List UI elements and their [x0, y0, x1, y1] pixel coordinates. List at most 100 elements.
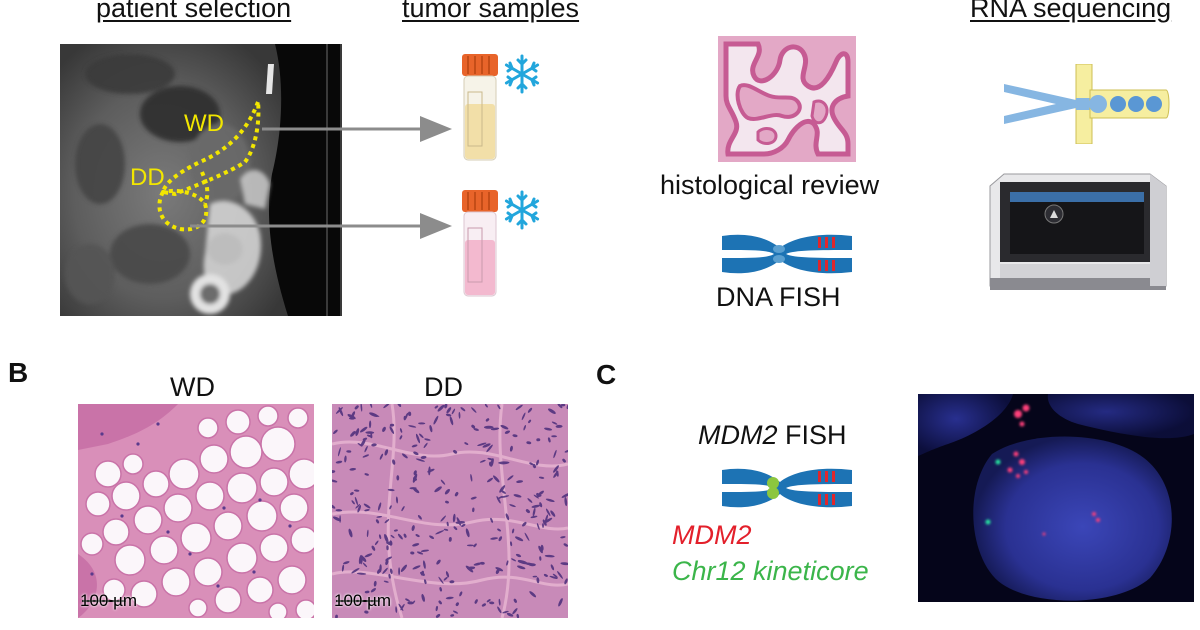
nucleus-texture — [500, 425, 509, 430]
nucleus-texture — [368, 420, 372, 429]
nucleus-texture — [332, 504, 336, 509]
nucleus-texture — [551, 421, 558, 425]
nucleus-texture — [357, 505, 362, 513]
nucleus-texture — [371, 443, 377, 447]
nucleus-texture — [513, 494, 522, 498]
nucleus-texture — [443, 528, 449, 531]
nucleus-texture — [553, 449, 557, 459]
nucleus-texture — [355, 504, 361, 509]
nucleus-texture — [388, 573, 391, 579]
nucleus-texture — [560, 536, 566, 539]
scale-bar-label-dd: 100 µm — [334, 591, 392, 610]
snowflake-icon — [500, 52, 544, 101]
nucleus-texture — [557, 404, 563, 409]
nucleus-texture — [517, 559, 522, 563]
nucleus-texture — [358, 554, 363, 565]
header-patient-selection: patient selection — [96, 0, 292, 23]
nucleus-texture — [471, 424, 476, 429]
nucleus-texture — [467, 566, 476, 570]
nucleus-texture — [511, 558, 517, 562]
nucleus-texture — [532, 507, 536, 517]
nucleus-texture — [387, 488, 395, 492]
nucleus-texture — [538, 490, 544, 496]
nucleus-texture — [490, 427, 500, 431]
nucleus-texture — [516, 565, 526, 570]
arrow-to-wd-tube — [262, 116, 452, 142]
nucleus-texture — [332, 516, 342, 522]
nucleus-texture — [408, 425, 417, 428]
nucleus-texture — [502, 610, 509, 614]
nucleus-texture — [449, 416, 454, 426]
nucleus-texture — [390, 534, 395, 539]
nucleus-texture — [436, 559, 441, 565]
nucleus-texture — [389, 426, 395, 434]
nucleus-texture — [364, 473, 369, 476]
nucleus-texture — [445, 596, 454, 600]
nucleus-texture — [538, 545, 543, 554]
nucleus-texture — [470, 473, 473, 482]
nucleus-texture — [473, 562, 482, 566]
nucleus-texture — [385, 556, 393, 561]
nucleus-texture — [564, 449, 568, 453]
nucleus-texture — [385, 559, 389, 566]
nucleus-texture — [399, 435, 403, 440]
nucleus-texture — [455, 521, 466, 524]
nucleus-texture — [558, 598, 563, 607]
nucleus-texture — [341, 564, 345, 572]
nucleus-texture — [376, 568, 381, 574]
nucleus-texture — [421, 593, 425, 602]
nucleus-texture — [543, 573, 548, 577]
nucleus-texture — [374, 540, 379, 546]
nucleus-texture — [498, 461, 509, 464]
nucleus-texture — [490, 517, 494, 523]
nucleus-texture — [415, 433, 421, 444]
nucleus-texture — [435, 530, 445, 535]
nucleus-texture — [448, 537, 452, 542]
nucleus-texture — [433, 415, 439, 425]
nucleus-texture — [501, 490, 506, 494]
nucleus-texture — [473, 428, 479, 431]
panel-letter-b: B — [8, 357, 29, 388]
ct-scan-image: WD DD — [60, 44, 342, 316]
nucleus-texture — [523, 424, 527, 431]
nucleus-texture — [504, 430, 511, 434]
nucleus-texture — [495, 567, 504, 572]
nucleus-texture — [562, 458, 566, 463]
nucleus-texture — [366, 434, 373, 438]
dd-histology-image — [332, 404, 568, 618]
histology-illustration — [718, 36, 856, 162]
nucleus-texture — [526, 441, 532, 445]
nucleus-texture — [395, 496, 399, 504]
microfluidic-icon — [1004, 63, 1170, 145]
nucleus-texture — [438, 600, 442, 605]
nucleus-texture — [363, 503, 371, 509]
nucleus-texture — [420, 571, 425, 576]
nucleus-texture — [373, 580, 377, 587]
nucleus-texture — [506, 560, 509, 566]
nucleus-texture — [435, 613, 441, 618]
scale-bar-label-wd: 100 µm — [80, 591, 138, 610]
nucleus-texture — [403, 533, 407, 538]
nucleus-texture — [383, 580, 389, 583]
nucleus-texture — [544, 554, 555, 558]
nucleus-texture — [365, 431, 375, 434]
nucleus-texture — [497, 404, 501, 410]
nucleus-texture — [370, 413, 380, 417]
nucleus-texture — [499, 485, 506, 493]
nucleus-texture — [547, 408, 556, 414]
nucleus-texture — [536, 577, 540, 584]
nucleus-texture — [354, 405, 359, 410]
nucleus-texture — [464, 442, 469, 445]
header-tumor-samples: tumor samples — [402, 0, 580, 23]
nucleus-texture — [434, 405, 439, 409]
nucleus-texture — [379, 453, 384, 460]
nucleus-texture — [527, 498, 533, 503]
nucleus-texture — [389, 505, 392, 510]
legend-chr12-kineticore: Chr12 kineticore — [672, 556, 869, 586]
nucleus-texture — [477, 442, 487, 447]
ct-scan-svg — [60, 44, 342, 316]
nucleus-texture — [410, 551, 415, 555]
nucleus-texture — [383, 404, 390, 409]
nucleus-texture — [551, 435, 557, 438]
header-rna-sequencing: RNA sequencing — [970, 0, 1172, 23]
